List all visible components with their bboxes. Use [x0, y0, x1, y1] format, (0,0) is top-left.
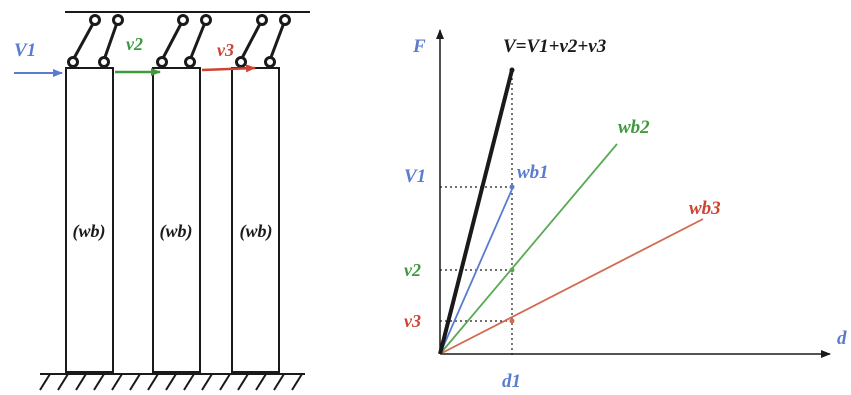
y-axis-label: F [412, 36, 426, 57]
line-total [438, 69, 514, 355]
equation-label: V=V1+v2+v3 [503, 36, 606, 57]
link-group-1 [67, 14, 124, 68]
label-wb1: wb1 [517, 162, 549, 183]
wall-1 [65, 67, 114, 373]
marker-v1 [509, 184, 515, 190]
label-v2: v2 [126, 34, 143, 54]
line-wb2 [439, 143, 618, 355]
marker-v2 [509, 267, 515, 273]
tick-label-v3: v3 [404, 311, 421, 331]
line-wb3 [439, 218, 704, 355]
force-arrow-v3 [201, 64, 256, 73]
line-wb1 [439, 186, 514, 355]
link-group-3 [235, 14, 291, 68]
label-wb3: wb3 [689, 198, 721, 219]
wall-label-3: (wb) [240, 221, 273, 242]
marker-v3 [509, 318, 515, 324]
tick-label-d1: d1 [502, 371, 521, 392]
wall-label-1: (wb) [73, 221, 106, 242]
link-group-2 [156, 14, 212, 68]
label-wb2: wb2 [618, 117, 650, 138]
ground-hatch [39, 373, 305, 391]
wall-label-2: (wb) [160, 221, 193, 242]
tick-label-v2: v2 [404, 260, 421, 280]
x-axis-label: d [837, 328, 847, 349]
wall-2 [152, 67, 201, 373]
wall-system-figure: V1 v2 v3 (wb) (wb) (wb) [14, 11, 310, 391]
wall-3 [231, 67, 280, 373]
tick-label-v1: V1 [404, 166, 426, 187]
label-v3: v3 [217, 40, 234, 60]
label-v1: V1 [14, 40, 36, 61]
marker-total [509, 67, 515, 73]
force-displacement-chart: F d V=V1+v2+v3 wb1 wb2 wb3 V1 v2 v3 d1 [404, 29, 847, 392]
